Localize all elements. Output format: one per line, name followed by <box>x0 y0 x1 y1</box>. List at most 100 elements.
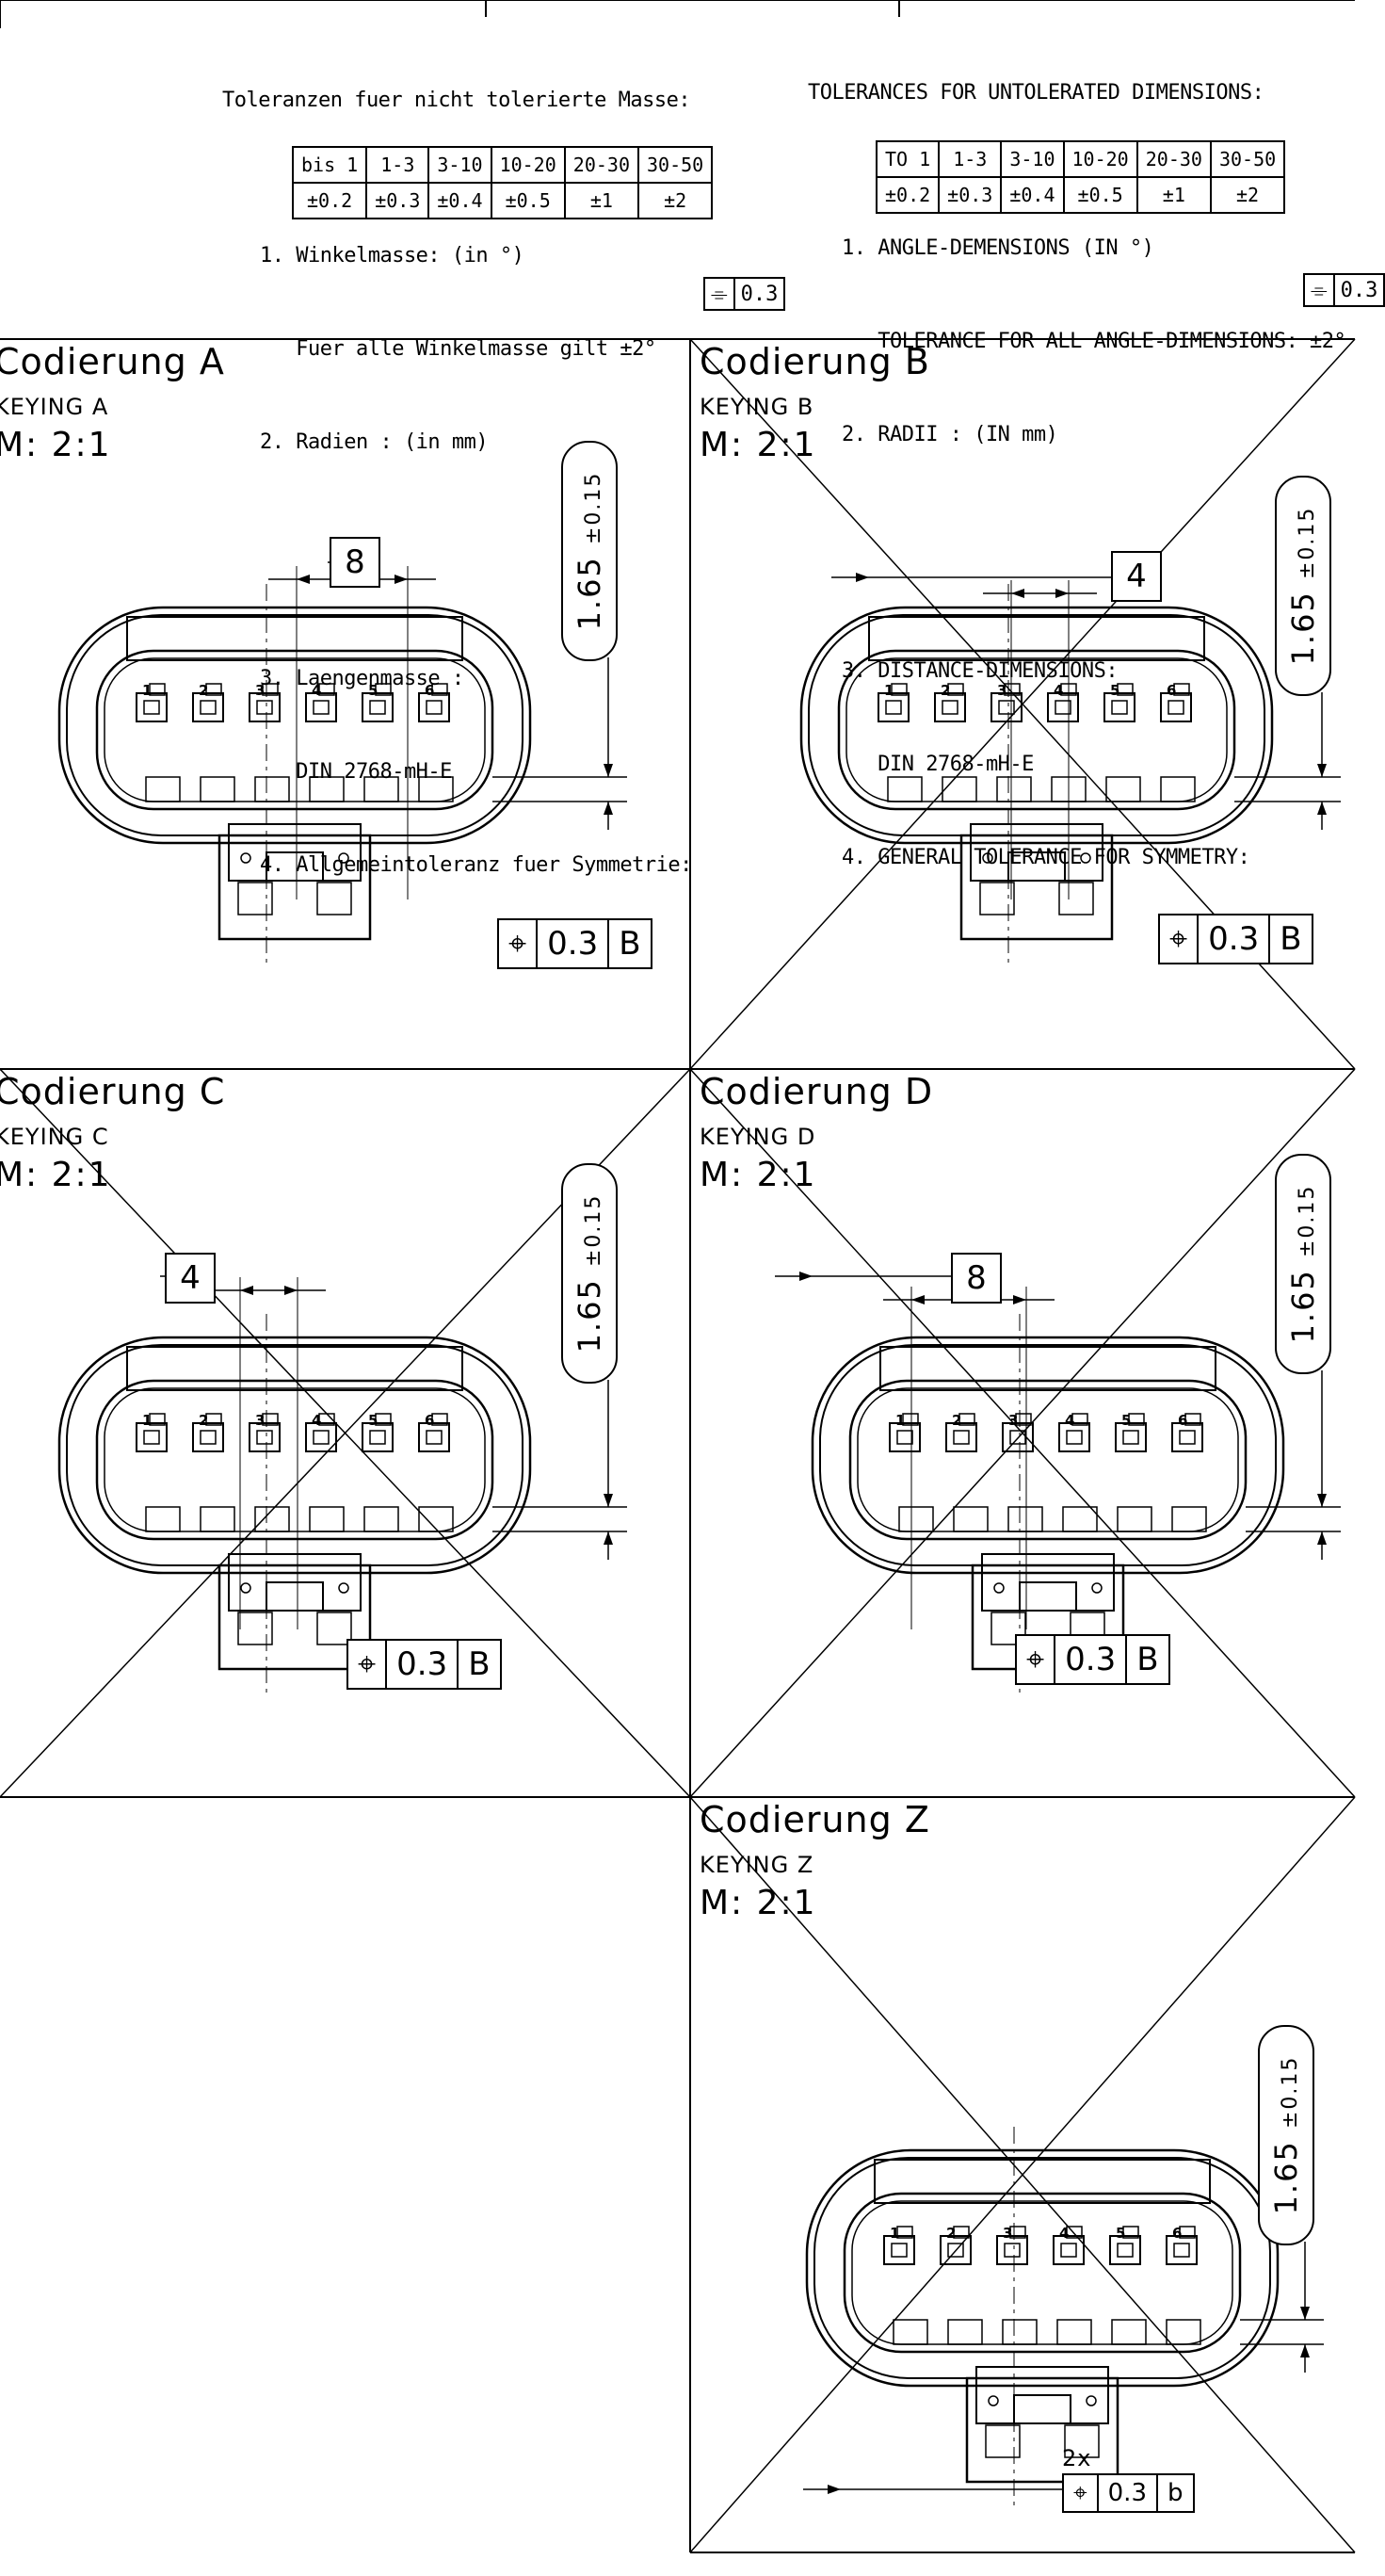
lock-center <box>1019 1581 1077 1612</box>
housing-outer-inner <box>819 1344 1277 1566</box>
pin-latch <box>1071 1413 1088 1426</box>
position-tolerance-value: 0.3 <box>385 1641 457 1688</box>
radii-table-german-value-row: ±0.2 ±0.3 ±0.4 ±0.5 ±1 ±2 <box>291 182 714 219</box>
view-title: Codierung Z <box>700 1799 930 1840</box>
arrowhead <box>856 573 869 582</box>
pin-number-label: 3 <box>255 682 265 699</box>
pin-latch <box>1184 1413 1201 1426</box>
view-subtitle: KEYING B <box>700 394 814 420</box>
pin-latch <box>431 1413 448 1426</box>
contact-cavity-inner <box>104 657 486 802</box>
table-cell: bis 1 <box>291 146 368 184</box>
table-cell: ±0.5 <box>1062 176 1138 214</box>
pin-latch <box>1066 2226 1083 2239</box>
radii-table-english-header-row: TO 1 1-3 3-10 10-20 20-30 30-50 <box>875 140 1286 178</box>
terminal-slot <box>887 776 923 802</box>
pin-latch <box>149 1413 166 1426</box>
pin-contact <box>1009 1430 1026 1445</box>
pin-cavity <box>1002 1422 1034 1452</box>
terminal-slot <box>1056 2319 1092 2345</box>
housing-outer <box>805 2148 1280 2388</box>
keying-dimension-value: 4 <box>165 1253 216 1304</box>
position-tolerance-value: 0.3 <box>1054 1636 1125 1683</box>
pin-latch <box>205 1413 222 1426</box>
arrowhead <box>911 1295 925 1304</box>
pin-cavity <box>1047 692 1079 722</box>
view-scale: M: 2:1 <box>0 426 112 464</box>
pin-number-label: 2 <box>199 1412 208 1429</box>
table-cell: ±0.4 <box>427 182 492 219</box>
lock-foot <box>1058 882 1094 915</box>
arrowhead <box>297 575 310 584</box>
pin-contact <box>1055 700 1071 715</box>
table-cell: ±1 <box>563 182 640 219</box>
pin-contact <box>947 2243 964 2258</box>
notes-en-line-4: 3. DISTANCE-DIMENSIONS: <box>842 659 1119 683</box>
thickness-dimension: 1.65 ±0.15 <box>561 1163 618 1384</box>
lock-hole <box>338 852 349 864</box>
lock-hole <box>988 2395 999 2406</box>
lock-hole <box>240 852 251 864</box>
lock-base <box>959 834 1114 941</box>
terminal-slot <box>1166 2319 1201 2345</box>
position-tolerance-value: 0.3 <box>1197 915 1268 963</box>
lock-foot <box>979 882 1015 915</box>
pin-number-label: 5 <box>1116 2225 1125 2242</box>
datum-reference: b <box>1156 2475 1193 2511</box>
pin-cavity <box>305 1422 337 1452</box>
symmetry-icon: ⌯ <box>711 282 728 306</box>
pin-cavity <box>249 692 281 722</box>
thickness-dimension: 1.65 ±0.15 <box>561 441 618 661</box>
latch-rail <box>126 1346 463 1391</box>
datum-reference: B <box>1125 1636 1168 1683</box>
housing-outer <box>57 606 532 845</box>
pin-cavity <box>362 692 394 722</box>
pin-latch <box>318 1413 335 1426</box>
latch-rail <box>874 2159 1211 2204</box>
view-scale: M: 2:1 <box>700 426 817 464</box>
pin-contact <box>143 700 160 715</box>
latch-rail <box>879 1346 1216 1391</box>
arrowhead <box>604 1494 613 1507</box>
terminal-slot <box>145 1506 181 1532</box>
pin-cavity <box>996 2235 1028 2265</box>
pin-cavity <box>1109 2235 1141 2265</box>
symmetry-tolerance-box-german: ⌯ 0.3 <box>703 277 786 311</box>
table-cell: ±0.2 <box>875 176 941 214</box>
pin-contact <box>1168 700 1184 715</box>
thickness-dimension: 1.65 ±0.15 <box>1275 1154 1331 1374</box>
table-cell: ±2 <box>1209 176 1286 214</box>
terminal-slot <box>254 776 290 802</box>
radii-table-english: TO 1 1-3 3-10 10-20 20-30 30-50 ±0.2 ±0.… <box>875 140 1286 214</box>
pin-latch <box>375 683 392 696</box>
datum-reference: B <box>1268 915 1311 963</box>
pin-cavity <box>1166 2235 1198 2265</box>
terminal-slot <box>418 776 454 802</box>
contact-cavity-inner <box>104 1387 486 1532</box>
pin-contact <box>200 700 217 715</box>
pin-cavity <box>136 1422 168 1452</box>
terminal-slot <box>1111 2319 1147 2345</box>
symmetry-value: 0.3 <box>1332 275 1384 305</box>
pin-number-label: 3 <box>997 682 1007 699</box>
position-icon: ⌖ <box>1026 1641 1045 1678</box>
lock-hole <box>1080 852 1091 864</box>
position-icon: ⌖ <box>1073 2478 1087 2507</box>
tolerance-notes-english: TOLERANCES FOR UNTOLERATED DIMENSIONS: 1… <box>808 15 1346 997</box>
pin-latch <box>958 1413 975 1426</box>
view-subtitle: KEYING A <box>0 394 109 420</box>
terminal-slot <box>942 776 977 802</box>
pin-latch <box>953 2226 970 2239</box>
pin-number-label: 2 <box>946 2225 956 2242</box>
thickness-tolerance: ±0.15 <box>1296 1184 1319 1257</box>
terminal-slot <box>1007 1506 1043 1532</box>
view-title: Codierung C <box>0 1071 226 1112</box>
notes-en-line-2: TOLERANCE FOR ALL ANGLE-DIMENSIONS: ±2° <box>842 330 1346 353</box>
